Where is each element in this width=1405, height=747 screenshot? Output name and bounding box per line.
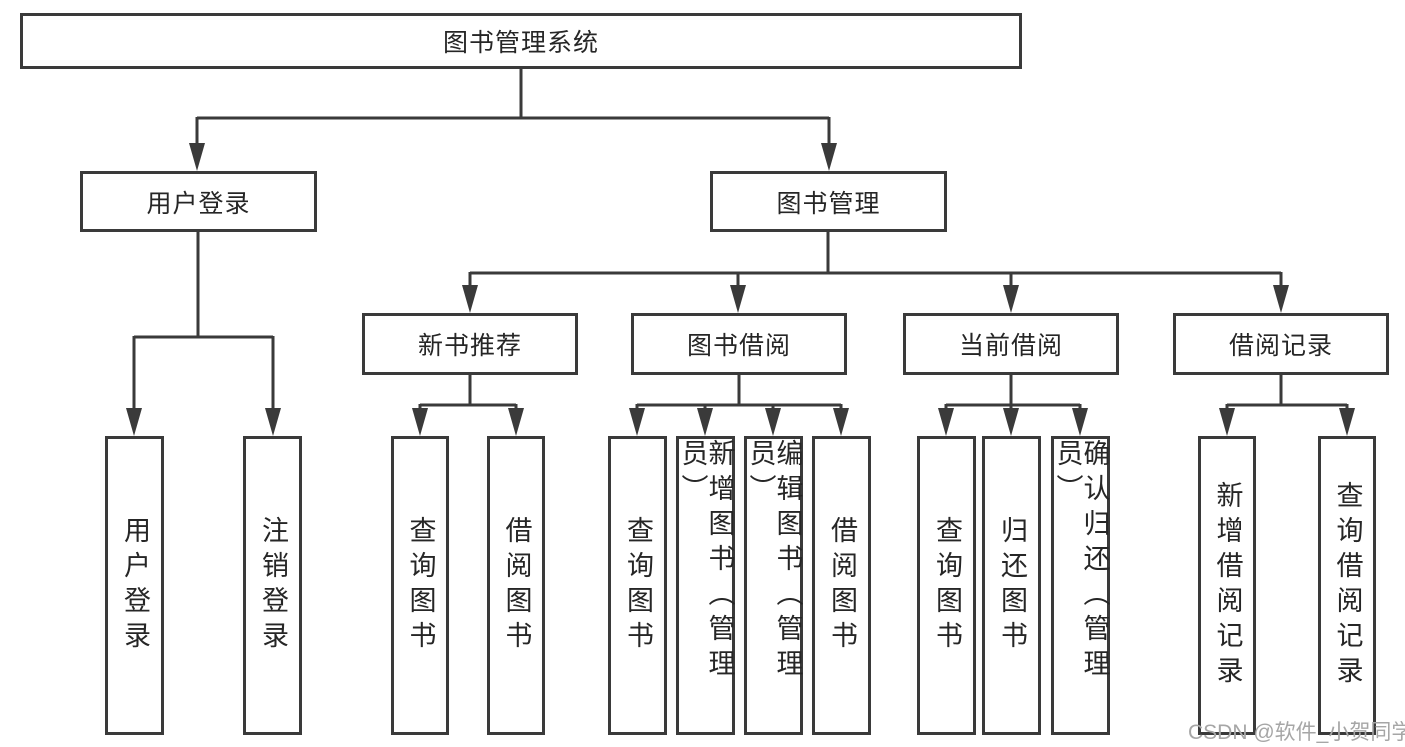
node-new-book-recommend: 新书推荐 [362,313,578,375]
node-user-login: 用户登录 [80,171,317,232]
node-label: 借阅图书 [501,515,532,656]
node-borrow-records: 借阅记录 [1173,313,1389,375]
node-label: 确认归还（管理员） [1052,439,1110,684]
leaf-edit-books-admin: 编辑图书（管理员） [744,436,803,735]
node-book-borrow: 图书借阅 [631,313,847,375]
node-label: 图书借阅 [686,332,791,360]
node-label: 归还图书 [997,515,1027,656]
node-library-management-system: 图书管理系统 [20,13,1022,69]
node-label: 借阅图书 [827,515,857,656]
node-label: 用户登录 [120,515,150,656]
leaf-query-books-current: 查询图书 [917,436,976,735]
node-label: 查询图书 [932,515,962,656]
node-label: 查询借阅记录 [1332,480,1363,691]
node-label: 用户登录 [146,189,251,218]
node-book-management: 图书管理 [710,171,947,232]
leaf-add-books-admin: 新增图书（管理员） [676,436,735,735]
leaf-add-borrow-record: 新增借阅记录 [1198,436,1256,735]
leaf-query-books-recommend: 查询图书 [391,436,449,735]
node-label: 编辑图书（管理员） [745,439,803,684]
leaf-user-login: 用户登录 [105,436,164,735]
node-label: 当前借阅 [958,332,1063,360]
node-label: 注销登录 [258,515,288,656]
leaf-confirm-return-admin: 确认归还（管理员） [1051,436,1110,735]
node-label: 借阅记录 [1228,332,1333,360]
node-label: 新增借阅记录 [1212,480,1243,691]
arrowhead-icons [126,143,1355,436]
csdn-watermark: CSDN @软件_小贺同学 [1188,721,1405,744]
leaf-query-borrow-record: 查询借阅记录 [1318,436,1376,735]
node-label: 新增图书（管理员） [677,439,735,684]
leaf-return-books: 归还图书 [982,436,1041,735]
node-label: 新书推荐 [417,332,522,360]
node-current-borrow: 当前借阅 [903,313,1119,375]
node-label: 查询图书 [405,515,436,656]
node-label: 图书管理 [776,189,881,218]
leaf-borrow-books-recommend: 借阅图书 [487,436,545,735]
node-label: 图书管理系统 [442,29,599,57]
leaf-query-books: 查询图书 [608,436,667,735]
node-label: 查询图书 [623,515,653,656]
leaf-borrow-books: 借阅图书 [812,436,871,735]
leaf-logout: 注销登录 [243,436,302,735]
